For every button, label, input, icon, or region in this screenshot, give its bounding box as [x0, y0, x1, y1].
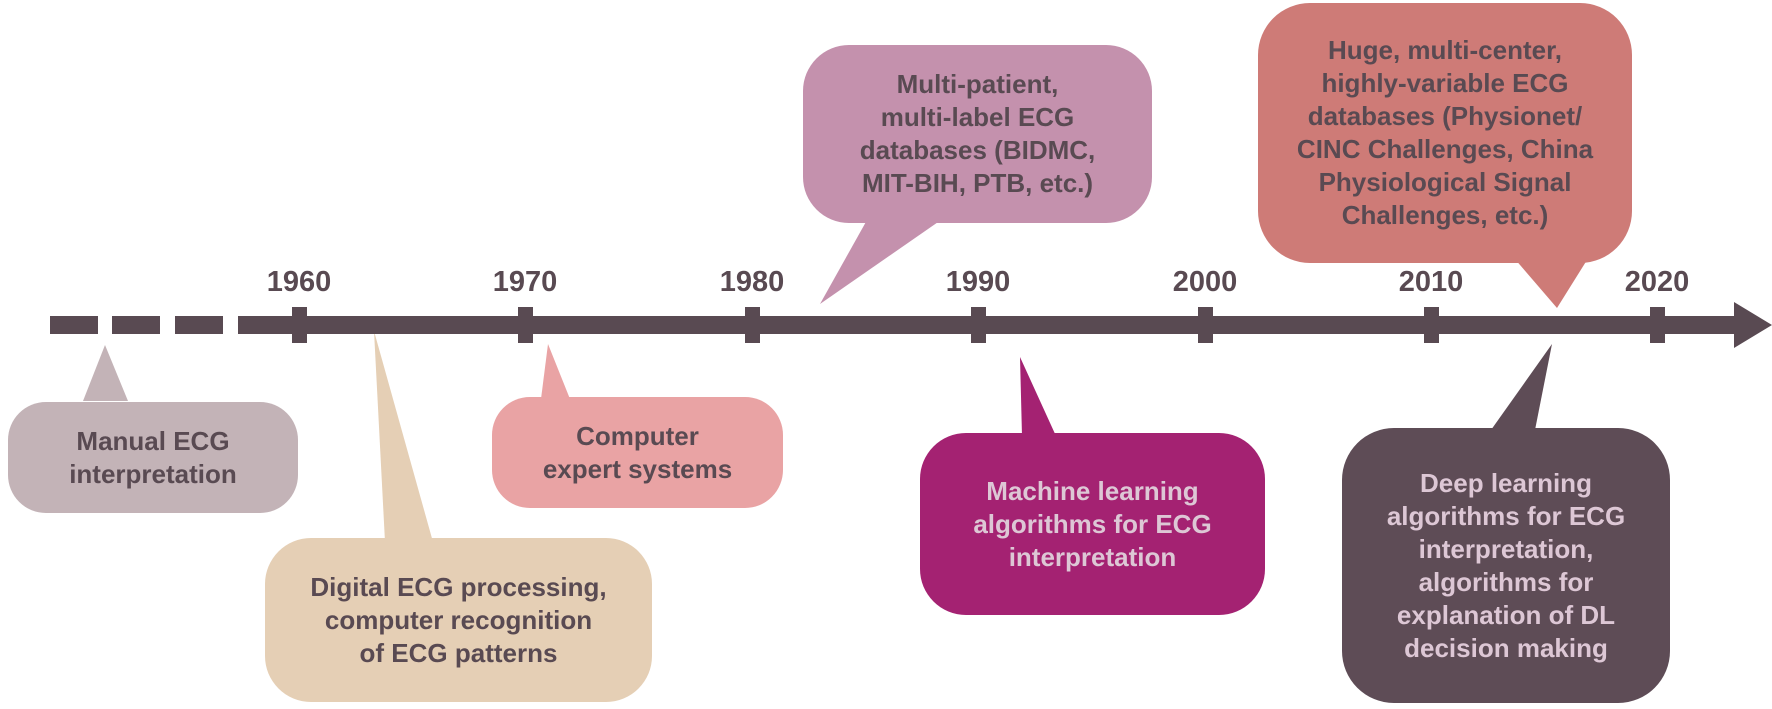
- manual-ecg-callout: Manual ECG interpretation: [8, 402, 298, 513]
- machine-callout-tail: [1020, 357, 1056, 436]
- timeline-dash: [112, 316, 160, 334]
- tick-2010: [1424, 307, 1439, 343]
- year-label-1960: 1960: [266, 266, 332, 298]
- year-label-2020: 2020: [1624, 266, 1690, 298]
- year-label-1970: 1970: [492, 266, 558, 298]
- machine-learning-callout: Machine learning algorithms for ECG inte…: [920, 433, 1265, 615]
- timeline-dash: [175, 316, 223, 334]
- tick-1980: [745, 307, 760, 343]
- manual-callout-tail: [83, 345, 128, 401]
- multipatient-callout-tail: [820, 220, 941, 304]
- deep-callout-tail: [1491, 344, 1552, 430]
- computer-expert-systems-callout: Computer expert systems: [492, 397, 783, 508]
- digital-callout-tail: [374, 331, 433, 542]
- tick-2000: [1198, 307, 1213, 343]
- deep-learning-callout: Deep learning algorithms for ECG interpr…: [1342, 428, 1670, 703]
- year-label-1980: 1980: [719, 266, 785, 298]
- timeline-axis: [238, 316, 1738, 334]
- year-label-2000: 2000: [1172, 266, 1238, 298]
- huge-callout-tail: [1514, 252, 1592, 308]
- computer-callout-tail: [541, 344, 570, 399]
- timeline-dash: [50, 316, 98, 334]
- tick-2020: [1650, 307, 1665, 343]
- tick-1960: [292, 307, 307, 343]
- year-label-2010: 2010: [1398, 266, 1464, 298]
- tick-1990: [971, 307, 986, 343]
- tick-1970: [518, 307, 533, 343]
- multi-patient-databases-callout: Multi-patient, multi-label ECG databases…: [803, 45, 1152, 223]
- huge-databases-callout: Huge, multi-center, highly-variable ECG …: [1258, 3, 1632, 263]
- timeline-arrow-icon: [1734, 302, 1772, 348]
- digital-ecg-processing-callout: Digital ECG processing, computer recogni…: [265, 538, 652, 702]
- year-label-1990: 1990: [945, 266, 1011, 298]
